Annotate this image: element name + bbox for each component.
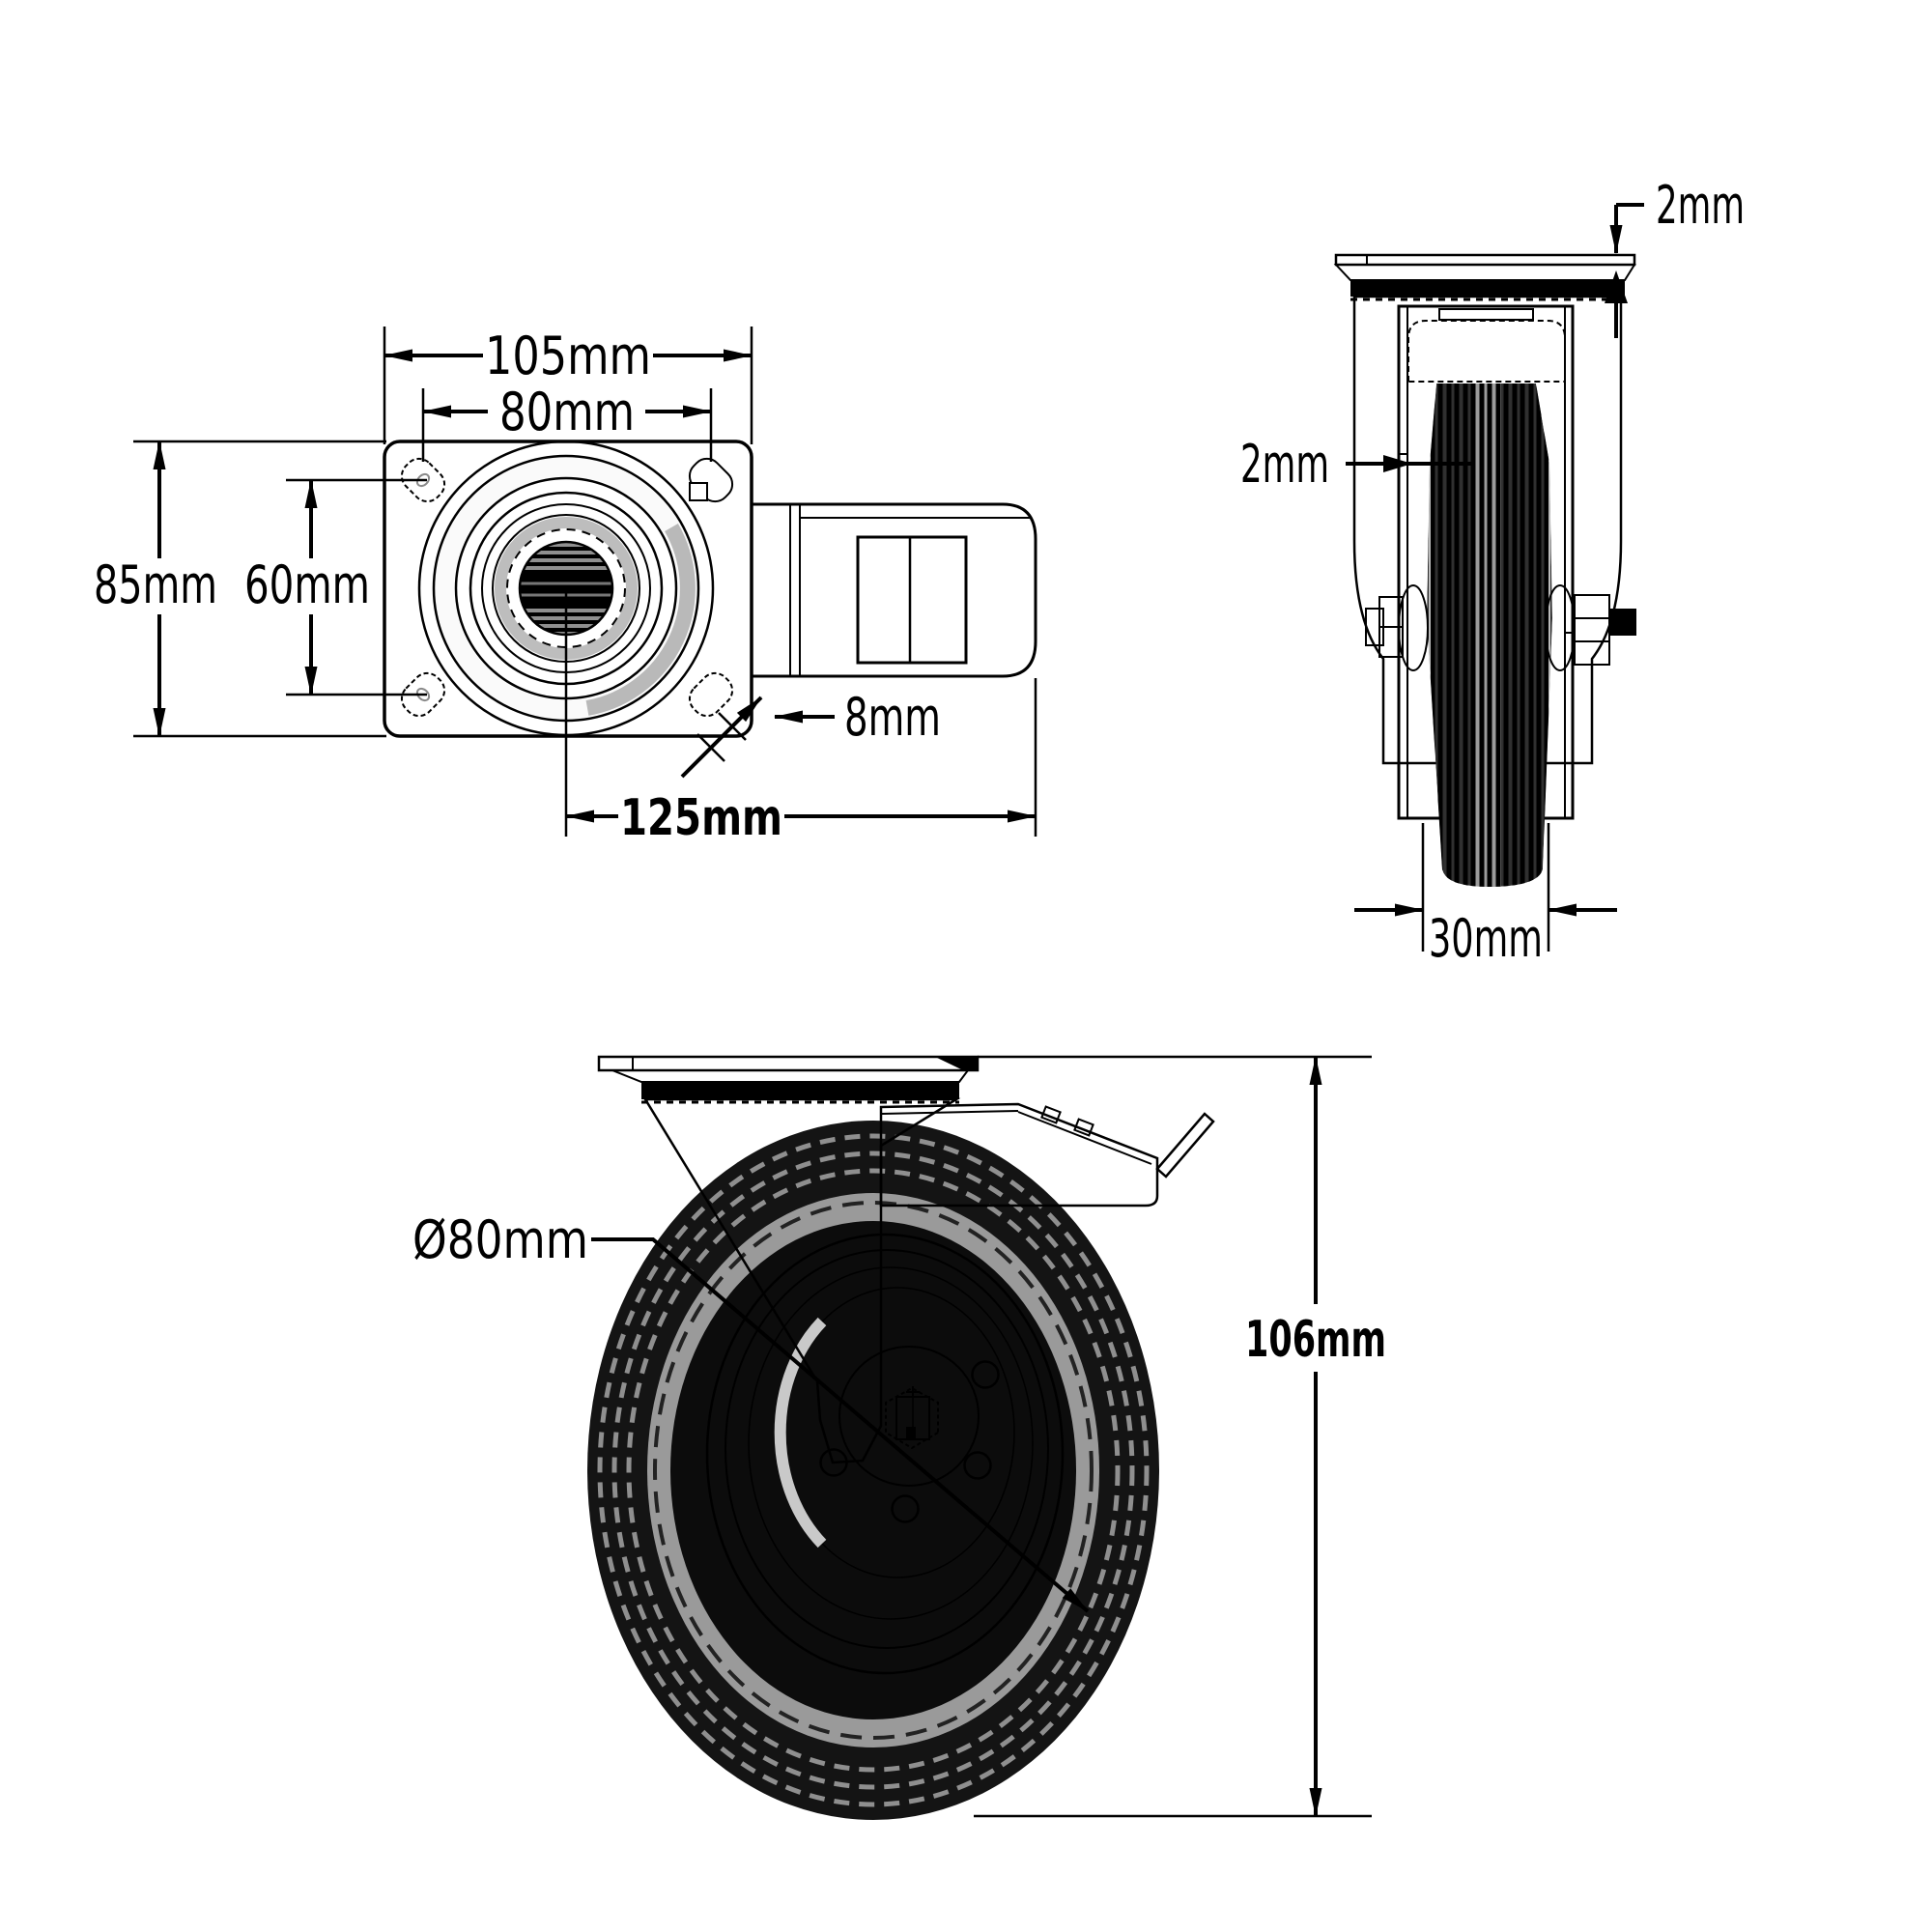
brake-lever — [1155, 1112, 1215, 1179]
axle-hardware — [1365, 584, 1636, 671]
dim-label-bolt-slot: 8mm — [844, 687, 941, 748]
dim-wheel-diameter: Ø80mm — [412, 1209, 1090, 1613]
dim-bolt-slot: 8mm — [680, 687, 941, 779]
side-wheel — [587, 1121, 1159, 1820]
side-top-plate — [597, 1055, 980, 1104]
dim-label-plate-depth: 85mm — [94, 554, 217, 615]
bolt-holes — [400, 457, 734, 718]
hub-boss — [838, 1346, 980, 1487]
dim-label-wheel-diameter: Ø80mm — [412, 1209, 588, 1270]
bolt-hole-bottom-right — [688, 671, 734, 718]
front-top-plate — [1333, 253, 1636, 301]
fork-body — [1352, 295, 1623, 765]
dim-label-overall-height: 106mm — [1245, 1311, 1386, 1369]
dim-label-fork-plate-thickness: 2mm — [1240, 434, 1329, 495]
side-view: Ø80mm 106mm — [412, 1055, 1386, 1820]
bolt-hole-top-right — [688, 457, 734, 503]
swivel-cone-fork-leg — [642, 1097, 961, 1464]
dim-plate-thickness: 2mm — [1605, 175, 1745, 338]
dim-bolt-spacing-width: 80mm — [421, 382, 713, 462]
side-hub-nut — [885, 1386, 939, 1450]
side-swivel-seal — [641, 1082, 959, 1099]
axle-block — [1407, 320, 1566, 383]
wheel-rim — [705, 1233, 1065, 1675]
swivel-ring-seal — [1350, 280, 1625, 297]
dim-overall-height: 106mm — [974, 1055, 1386, 1818]
dim-label-overall-length: 125mm — [620, 789, 782, 847]
dim-label-plate-width: 105mm — [485, 326, 651, 386]
brake-pedal-pad — [856, 535, 968, 665]
front-view: 2mm 2mm 30mm — [1240, 175, 1745, 969]
brake-housing — [879, 1102, 1215, 1208]
top-view: 105mm 80mm 85mm 60mm — [94, 326, 1037, 847]
front-wheel-tread — [1427, 384, 1552, 887]
dim-wheel-width: 30mm — [1354, 823, 1617, 969]
dim-plate-width: 105mm — [383, 326, 753, 444]
axle-nut — [1609, 609, 1636, 636]
dim-bolt-spacing-depth: 60mm — [244, 478, 427, 696]
dim-overall-length: 125mm — [564, 591, 1037, 847]
dim-fork-plate-thickness: 2mm — [1240, 434, 1471, 495]
dim-plate-depth: 85mm — [94, 440, 386, 738]
dim-label-bolt-spacing-depth: 60mm — [244, 554, 370, 615]
dim-label-bolt-spacing-width: 80mm — [499, 382, 635, 442]
dim-label-plate-thickness: 2mm — [1656, 175, 1745, 236]
brake-pedal-housing — [750, 502, 1037, 678]
dim-label-wheel-width: 30mm — [1429, 908, 1543, 969]
